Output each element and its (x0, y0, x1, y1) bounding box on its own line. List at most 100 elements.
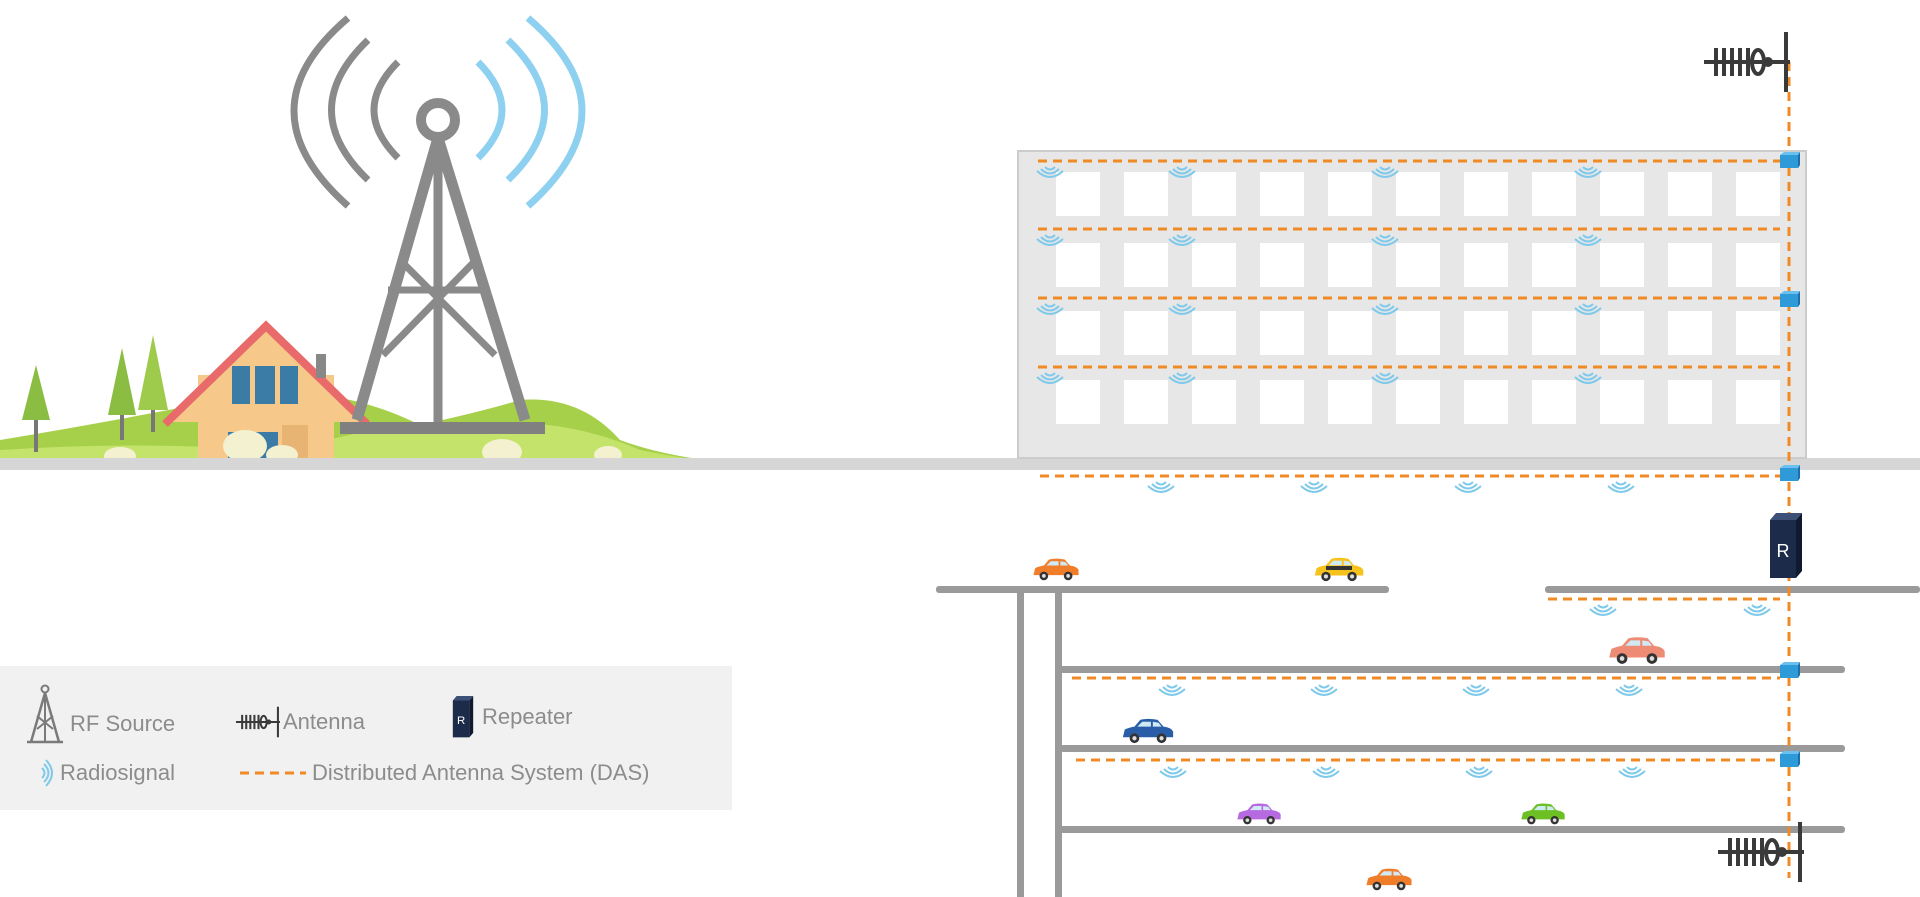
antenna-icon (235, 706, 281, 738)
das-line-legend-icon (240, 771, 306, 775)
legend-item-repeater: R Repeater (452, 696, 573, 738)
car-icon (1122, 718, 1174, 744)
radiosignal-icon (1147, 481, 1175, 493)
building-window (1600, 172, 1644, 216)
building-window (1260, 311, 1304, 355)
legend-item-radiosignal: Radiosignal (34, 758, 175, 788)
building-window (1736, 311, 1780, 355)
garage-pillar (1055, 590, 1062, 897)
building-window (1192, 380, 1236, 424)
das-node (1780, 152, 1800, 168)
repeater-mark: R (1777, 541, 1790, 561)
building-window (1396, 172, 1440, 216)
building-window (1056, 172, 1100, 216)
building-window (1328, 172, 1372, 216)
taxi-icon (1314, 557, 1364, 582)
das-node (1780, 291, 1800, 307)
car-icon (1609, 637, 1665, 664)
radiosignal-icon (1300, 481, 1328, 493)
building-window (1736, 380, 1780, 424)
radiosignal-legend-icon (41, 759, 53, 787)
radiosignal-icon (1743, 604, 1771, 616)
building-window (1532, 243, 1576, 287)
legend-label-radiosignal: Radiosignal (60, 760, 175, 785)
radiosignal-icon (1462, 684, 1490, 696)
building-window (1328, 380, 1372, 424)
building-window (1464, 243, 1508, 287)
building-window (1124, 172, 1168, 216)
garage-deck (1060, 826, 1845, 833)
das-node (1780, 751, 1800, 767)
das-node (1780, 662, 1800, 678)
building-window (1056, 243, 1100, 287)
garage-deck (1060, 666, 1845, 673)
radiosignal-icon (1158, 684, 1186, 696)
tree (22, 365, 50, 452)
legend-label-antenna: Antenna (283, 709, 365, 734)
repeater-legend-icon: R (452, 696, 474, 738)
radiosignal-icon (1310, 684, 1338, 696)
building-window (1124, 243, 1168, 287)
building-window (1396, 380, 1440, 424)
radiosignal-icon (1589, 604, 1617, 616)
legend-label-rf-source: RF Source (70, 711, 176, 736)
parking-garage (936, 586, 1920, 897)
rooftop-antenna-icon (1702, 32, 1792, 92)
building-window (1192, 311, 1236, 355)
office-building (1017, 150, 1807, 459)
building-window (1736, 243, 1780, 287)
building-window (1328, 311, 1372, 355)
radiosignal-icon (1465, 766, 1493, 778)
building-window (1192, 172, 1236, 216)
building-window (1396, 243, 1440, 287)
rf-tower (340, 98, 545, 434)
building-window (1668, 380, 1712, 424)
radiosignal-icon (1615, 684, 1643, 696)
building-window (1668, 172, 1712, 216)
legend-label-repeater: Repeater (482, 704, 573, 729)
building-window (1464, 172, 1508, 216)
tree (138, 335, 168, 432)
building-window (1464, 311, 1508, 355)
building-window (1532, 311, 1576, 355)
das-node (1780, 465, 1800, 481)
building-window (1600, 311, 1644, 355)
radiosignal-icon (1607, 481, 1635, 493)
building-window (1736, 172, 1780, 216)
radiosignal-icon (1312, 766, 1340, 778)
radiosignal-icon (1159, 766, 1187, 778)
building-window (1532, 172, 1576, 216)
legend: RF Source Antenna R Repeater Radiosignal… (0, 666, 732, 810)
garage-deck (936, 586, 1389, 593)
repeater-icon: R (1770, 513, 1802, 578)
legend-item-das: Distributed Antenna System (DAS) (240, 760, 649, 786)
legend-item-rf-source: RF Source (22, 684, 175, 744)
ground-line (0, 458, 1920, 470)
car-icon (1521, 803, 1565, 825)
building-window (1260, 380, 1304, 424)
building-window (1260, 172, 1304, 216)
legend-label-das: Distributed Antenna System (DAS) (312, 760, 650, 785)
legend-item-antenna: Antenna (235, 706, 365, 738)
building-window (1260, 243, 1304, 287)
car-icon (1366, 868, 1412, 891)
garage-deck (1545, 586, 1920, 593)
svg-text:R: R (457, 715, 465, 727)
building-window (1124, 380, 1168, 424)
radiosignal-icon (1618, 766, 1646, 778)
building-window (1124, 311, 1168, 355)
car-icon (1237, 803, 1281, 825)
building-window (1600, 380, 1644, 424)
car-icon (1033, 558, 1079, 581)
building-window (1056, 311, 1100, 355)
rf-source-icon (22, 684, 68, 744)
building-window (1056, 380, 1100, 424)
radiosignal-icon (1454, 481, 1482, 493)
garage-deck (1060, 745, 1845, 752)
tower-radio-waves (290, 15, 586, 209)
building-window (1328, 243, 1372, 287)
tree (108, 348, 136, 440)
cars (1033, 557, 1665, 891)
building-window (1532, 380, 1576, 424)
